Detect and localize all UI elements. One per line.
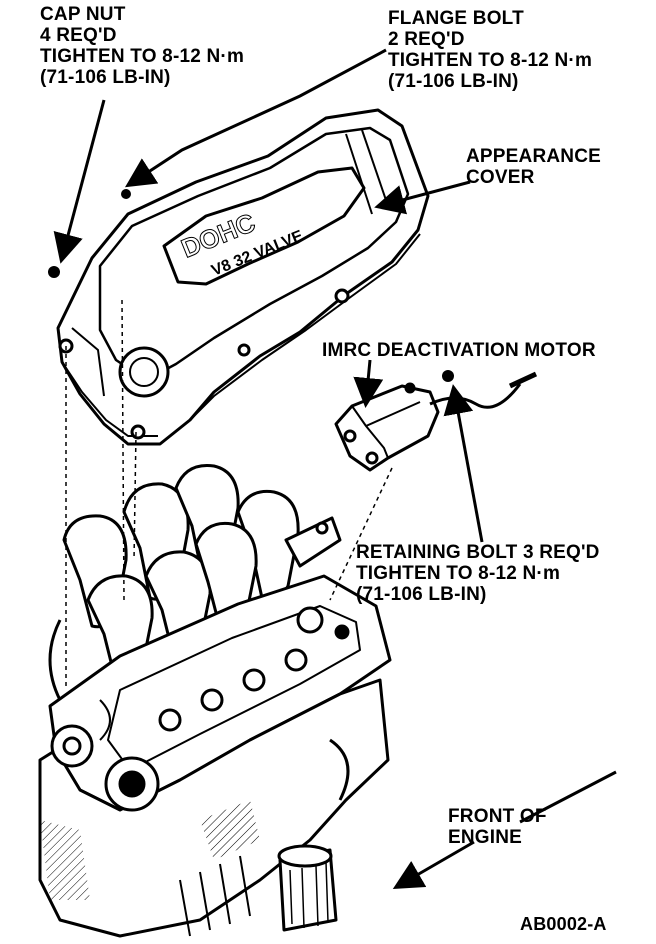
alignment-lines	[65, 299, 393, 690]
appearance-cover-line-2: COVER	[466, 167, 535, 188]
cap-nut-leader	[53, 99, 106, 264]
flange-bolt-callout: FLANGE BOLT 2 REQ'D TIGHTEN TO 8-12 N·m …	[388, 8, 592, 92]
front-of-engine-line-2: ENGINE	[448, 827, 523, 848]
front-of-engine-callout: FRONT OF ENGINE	[448, 806, 547, 848]
retaining-bolt-leader	[443, 384, 484, 543]
flange-bolt-line-4: (71-106 LB-IN)	[388, 71, 519, 92]
imrc-leader	[353, 359, 384, 408]
retaining-bolt-line-3: (71-106 LB-IN)	[356, 584, 487, 605]
cap-nut-line-1: CAP NUT	[40, 4, 126, 25]
flange-bolt-leader	[124, 48, 387, 188]
appearance-cover-callout: APPEARANCE COVER	[466, 146, 601, 188]
flange-bolt-line-2: 2 REQ'D	[388, 29, 465, 50]
imrc-motor-line-1: IMRC DEACTIVATION MOTOR	[322, 340, 596, 361]
imrc-motor-callout: IMRC DEACTIVATION MOTOR	[322, 340, 596, 361]
flange-bolt-line-1: FLANGE BOLT	[388, 8, 524, 29]
retaining-bolt-line-1: RETAINING BOLT 3 REQ'D	[356, 542, 600, 563]
front-of-engine-leader	[519, 770, 617, 824]
front-of-engine-line-1: FRONT OF	[448, 806, 547, 827]
cap-nut-line-3: TIGHTEN TO 8-12 N·m	[40, 46, 245, 67]
imrc-motor-part	[334, 370, 538, 472]
engine-shading	[40, 800, 260, 900]
leader-lines	[53, 48, 617, 890]
figure-id-label: AB0002-A	[520, 914, 607, 934]
cap-nut-line-2: 4 REQ'D	[40, 25, 117, 46]
appearance-cover-leader	[374, 180, 471, 215]
appearance-cover-part	[48, 108, 430, 446]
flange-bolt-line-3: TIGHTEN TO 8-12 N·m	[388, 50, 593, 71]
engine-part	[38, 463, 392, 938]
cap-nut-line-4: (71-106 LB-IN)	[40, 67, 171, 88]
retaining-bolt-line-2: TIGHTEN TO 8-12 N·m	[356, 563, 561, 584]
cap-nut-callout: CAP NUT 4 REQ'D TIGHTEN TO 8-12 N·m (71-…	[40, 4, 244, 88]
appearance-cover-line-1: APPEARANCE	[466, 146, 602, 167]
retaining-bolt-callout: RETAINING BOLT 3 REQ'D TIGHTEN TO 8-12 N…	[356, 542, 600, 605]
front-of-engine-arrow	[392, 840, 475, 890]
